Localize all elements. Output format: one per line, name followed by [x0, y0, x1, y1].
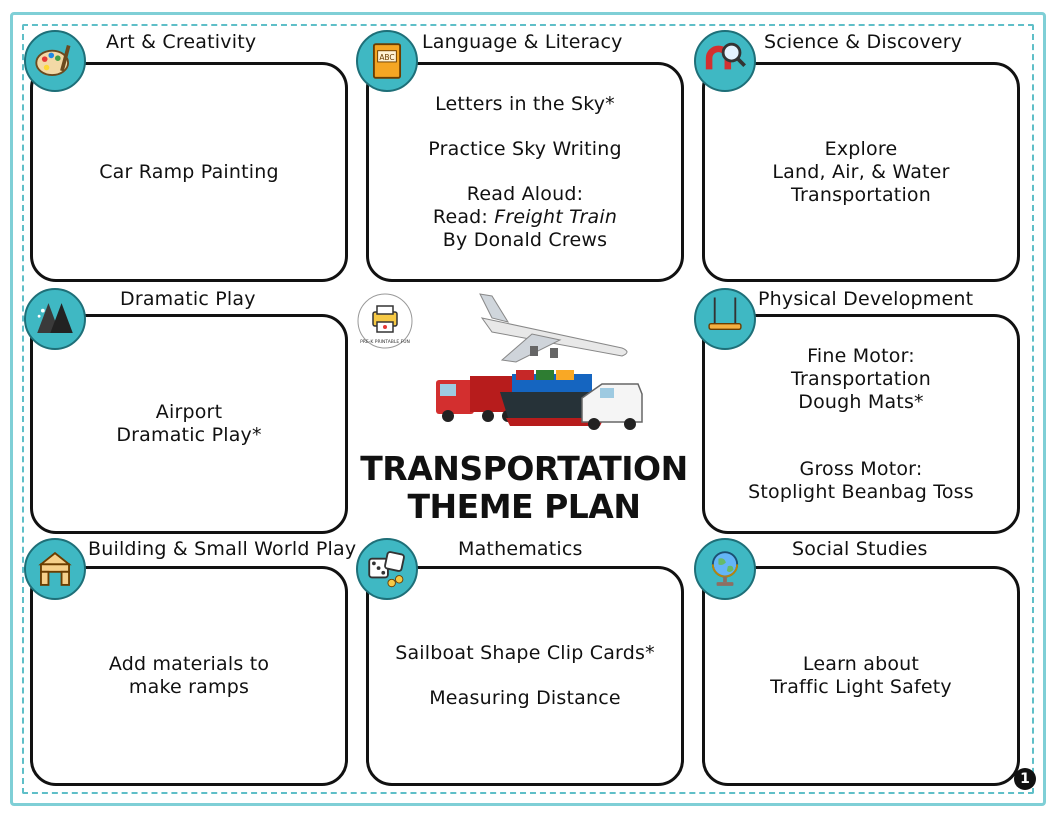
page-dashed-border: [22, 24, 1034, 794]
dramatic-box: Airport Dramatic Play*: [30, 314, 348, 534]
van-icon: [581, 383, 643, 430]
read-prefix: Read:: [432, 205, 495, 228]
literacy-line-5: By Donald Crews: [442, 228, 608, 251]
literacy-line-3: Read Aloud:: [466, 182, 584, 205]
science-label: Science & Discovery: [760, 30, 967, 54]
literacy-line-2: Practice Sky Writing: [428, 137, 622, 160]
title-line-2: THEME PLAN: [407, 487, 641, 526]
blocks-icon: [24, 538, 86, 600]
title-line-1: TRANSPORTATION: [360, 449, 688, 488]
dramatic-label: Dramatic Play: [116, 287, 260, 311]
dramatic-line-2: Dramatic Play*: [116, 424, 262, 446]
science-line-3: Transportation: [791, 183, 931, 206]
math-box: Sailboat Shape Clip Cards* Measuring Dis…: [366, 566, 684, 786]
literacy-box: Letters in the Sky* Practice Sky Writing…: [366, 62, 684, 282]
social-line-1: Learn about: [802, 653, 920, 675]
physical-label: Physical Development: [754, 287, 978, 311]
building-line-2: make ramps: [128, 676, 250, 698]
math-line-1: Sailboat Shape Clip Cards*: [395, 642, 655, 664]
page-title: TRANSPORTATION THEME PLAN: [352, 450, 696, 526]
science-box: Explore Land, Air, & Water Transportatio…: [702, 62, 1020, 282]
science-line-2: Land, Air, & Water: [772, 160, 950, 183]
transportation-illustration: [432, 288, 647, 436]
building-box: Add materials to make ramps: [30, 566, 348, 786]
math-line-2: Measuring Distance: [429, 687, 621, 709]
dramatic-line-1: Airport: [155, 401, 223, 423]
dice-icon: [356, 538, 418, 600]
palette-icon: [24, 30, 86, 92]
art-label: Art & Creativity: [102, 30, 261, 54]
airplane-icon: [479, 293, 628, 363]
physical-line-2: Transportation: [791, 367, 931, 390]
book-title: Freight Train: [494, 205, 618, 228]
magnifier-magnet-icon: [694, 30, 756, 92]
literacy-label: Language & Literacy: [418, 30, 627, 54]
math-label: Mathematics: [454, 537, 587, 561]
physical-line-3: Dough Mats*: [798, 390, 924, 413]
page-number: 1: [1014, 768, 1036, 790]
building-line-1: Add materials to: [108, 653, 270, 675]
social-box: Learn about Traffic Light Safety: [702, 566, 1020, 786]
svg-text:ABC: ABC: [379, 53, 394, 62]
social-label: Social Studies: [788, 537, 932, 561]
brand-logo: PRE-K PRINTABLE FUN: [356, 292, 414, 350]
physical-line-4: Gross Motor:: [799, 457, 923, 480]
art-activity: Car Ramp Painting: [99, 160, 279, 183]
logo-text: PRE-K PRINTABLE FUN: [360, 339, 410, 345]
physical-box: Fine Motor: Transportation Dough Mats* G…: [702, 314, 1020, 534]
abc-book-icon: ABC: [356, 30, 418, 92]
swing-icon: [694, 288, 756, 350]
page-border: [10, 12, 1046, 806]
literacy-line-4: Read: Freight Train: [433, 206, 617, 229]
physical-line-1: Fine Motor:: [807, 344, 915, 367]
building-label: Building & Small World Play: [84, 537, 361, 561]
literacy-line-1: Letters in the Sky*: [435, 92, 615, 115]
globe-icon: [694, 538, 756, 600]
science-line-1: Explore: [824, 137, 898, 160]
physical-line-5: Stoplight Beanbag Toss: [748, 480, 974, 503]
art-box: Car Ramp Painting: [30, 62, 348, 282]
social-line-2: Traffic Light Safety: [770, 676, 952, 698]
theater-curtain-icon: [24, 288, 86, 350]
